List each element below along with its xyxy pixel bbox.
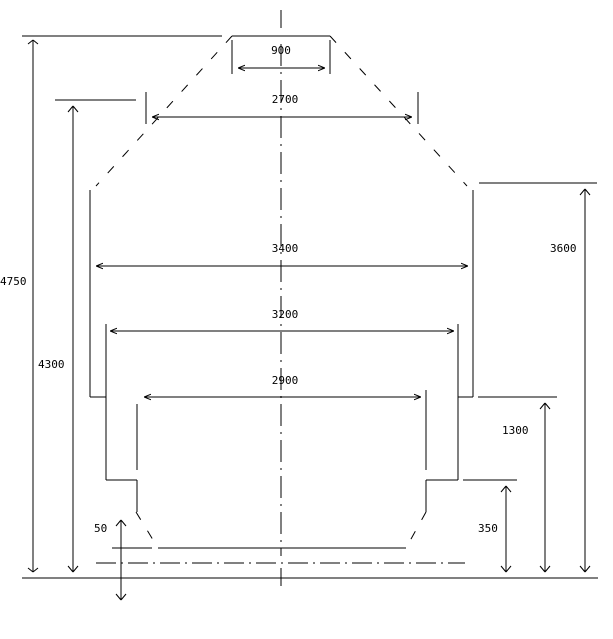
- dim-350: [463, 479, 517, 573]
- label-3400: 3400: [272, 242, 299, 255]
- label-4300: 4300: [38, 358, 65, 371]
- dim-1300: [478, 396, 557, 573]
- dim-4750: [22, 35, 222, 573]
- outer-profile: [95, 35, 468, 549]
- outer-profile-solid: [89, 35, 474, 549]
- label-1300: 1300: [502, 424, 529, 437]
- label-2900: 2900: [272, 374, 299, 387]
- label-350: 350: [478, 522, 498, 535]
- dim-50: [115, 519, 127, 601]
- dim-900: [231, 40, 331, 74]
- dim-2700: [145, 92, 419, 124]
- label-3200: 3200: [272, 308, 299, 321]
- label-50: 50: [94, 522, 107, 535]
- label-3600: 3600: [550, 242, 577, 255]
- dim-3600: [479, 182, 597, 573]
- label-900: 900: [271, 44, 291, 57]
- label-4750: 4750: [0, 275, 27, 288]
- label-2700: 2700: [272, 93, 299, 106]
- dim-4300: [55, 99, 136, 573]
